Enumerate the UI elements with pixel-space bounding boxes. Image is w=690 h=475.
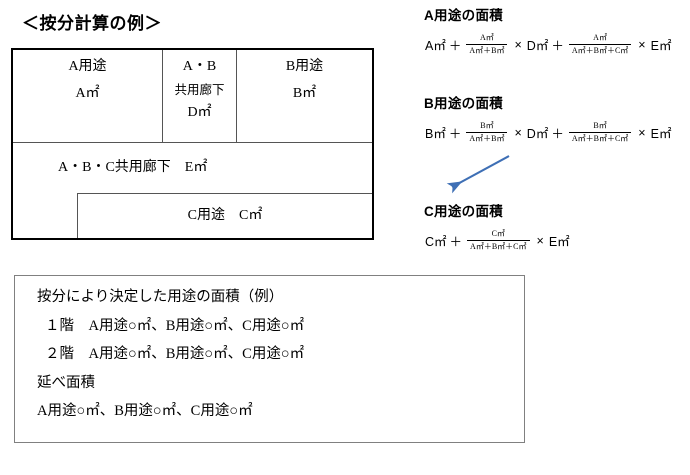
formula-a-frac1-denominator: A㎡＋B㎡ xyxy=(466,44,508,56)
formula-b-frac2-numerator: B㎡ xyxy=(593,121,607,130)
summary-box: 按分により決定した用途の面積（例） １階 A用途○㎡、B用途○㎡、C用途○㎡ ２… xyxy=(14,275,525,443)
formula-b-frac1-denominator: A㎡＋B㎡ xyxy=(466,132,508,144)
formula-b-times1: × xyxy=(514,125,522,140)
formula-b-heading: B用途の面積 xyxy=(424,96,504,111)
formula-c-lead: C㎡ xyxy=(425,235,447,249)
summary-heading: 按分により決定した用途の面積（例） xyxy=(37,289,284,305)
formula-c-expression: C㎡ ＋ C㎡ A㎡＋B㎡＋C㎡ × E㎡ xyxy=(424,229,571,252)
floorplan-cell-ab: A・B 共用廊下 D㎡ xyxy=(162,50,237,142)
floorplan-cell-c: C用途 C㎡ xyxy=(77,193,372,238)
formula-a-plus2: ＋ xyxy=(551,39,564,53)
formula-c-fraction-1: C㎡ A㎡＋B㎡＋C㎡ xyxy=(467,229,530,252)
formula-b-frac1-numerator: B㎡ xyxy=(480,121,494,130)
formula-c-frac1-denominator: A㎡＋B㎡＋C㎡ xyxy=(467,240,530,252)
formula-a-heading: A用途の面積 xyxy=(424,8,504,23)
formula-b-expression: B㎡ ＋ B㎡ A㎡＋B㎡ × D㎡ ＋ B㎡ A㎡＋B㎡＋C㎡ × E㎡ xyxy=(424,121,672,144)
formula-b-fraction-2: B㎡ A㎡＋B㎡＋C㎡ xyxy=(568,121,632,144)
formula-a-frac1-numerator: A㎡ xyxy=(480,33,494,42)
formula-c-frac1-numerator: C㎡ xyxy=(491,229,505,238)
floorplan-top-row: A用途 A㎡ A・B 共用廊下 D㎡ B用途 B㎡ xyxy=(13,50,372,143)
floorplan-shared-corridor: A・B・C共用廊下 E㎡ xyxy=(13,143,372,193)
cell-ab-use: A・B xyxy=(182,59,217,74)
cell-ab-area: D㎡ xyxy=(187,104,212,120)
cell-b-area: B㎡ xyxy=(292,85,317,101)
cell-a-use: A用途 xyxy=(68,59,107,74)
blue-arrow-icon xyxy=(446,155,510,194)
formula-b-frac2-denominator: A㎡＋B㎡＋C㎡ xyxy=(568,132,632,144)
formula-a-times1: × xyxy=(514,37,522,52)
formula-a-plus1: ＋ xyxy=(448,39,462,53)
floorplan-cell-b: B用途 B㎡ xyxy=(237,50,372,142)
formula-a-times2: × xyxy=(638,37,646,52)
shared-corridor-label: A・B・C共用廊下 E㎡ xyxy=(58,159,208,175)
summary-total-label: 延べ面積 xyxy=(37,374,95,391)
cell-b-use: B用途 xyxy=(285,59,324,74)
formula-b-fraction-1: B㎡ A㎡＋B㎡ xyxy=(466,121,508,144)
cell-c-label: C用途 C㎡ xyxy=(187,207,263,223)
floorplan-cell-a: A用途 A㎡ xyxy=(13,50,162,142)
formula-block-a: A用途の面積 A㎡ ＋ A㎡ A㎡＋B㎡ × D㎡ ＋ A㎡ A㎡＋B㎡＋C㎡ … xyxy=(424,4,672,56)
summary-floor-2: ２階 A用途○㎡、B用途○㎡、C用途○㎡ xyxy=(45,346,305,362)
formula-a-expression: A㎡ ＋ A㎡ A㎡＋B㎡ × D㎡ ＋ A㎡ A㎡＋B㎡＋C㎡ × E㎡ xyxy=(424,33,672,56)
formula-c-times1: × xyxy=(536,233,544,248)
formula-c-plus1: ＋ xyxy=(449,235,463,249)
cell-ab-sub: 共用廊下 xyxy=(174,82,225,97)
floorplan-diagram: A用途 A㎡ A・B 共用廊下 D㎡ B用途 B㎡ A・B・C共用廊下 E㎡ C… xyxy=(11,48,374,240)
formula-a-frac2-denominator: A㎡＋B㎡＋C㎡ xyxy=(568,44,632,56)
page-title: ＜按分計算の例＞ xyxy=(22,14,162,33)
formula-a-fraction-1: A㎡ A㎡＋B㎡ xyxy=(466,33,508,56)
formula-a-factor2: E㎡ xyxy=(650,39,672,53)
formula-b-factor1: D㎡ xyxy=(526,127,549,141)
formula-c-heading: C用途の面積 xyxy=(424,204,504,219)
formula-a-frac2-numerator: A㎡ xyxy=(593,33,607,42)
formula-b-lead: B㎡ xyxy=(425,127,446,141)
formula-b-times2: × xyxy=(638,125,646,140)
formula-a-fraction-2: A㎡ A㎡＋B㎡＋C㎡ xyxy=(568,33,632,56)
formula-c-factor1: E㎡ xyxy=(548,235,570,249)
formula-block-c: C用途の面積 C㎡ ＋ C㎡ A㎡＋B㎡＋C㎡ × E㎡ xyxy=(424,200,571,252)
cell-a-area: A㎡ xyxy=(75,85,100,101)
summary-floor-1: １階 A用途○㎡、B用途○㎡、C用途○㎡ xyxy=(45,317,305,334)
formula-block-b: B用途の面積 B㎡ ＋ B㎡ A㎡＋B㎡ × D㎡ ＋ B㎡ A㎡＋B㎡＋C㎡ … xyxy=(424,92,672,144)
formula-b-factor2: E㎡ xyxy=(650,127,672,141)
summary-total-values: A用途○㎡、B用途○㎡、C用途○㎡ xyxy=(37,403,253,419)
formula-a-factor1: D㎡ xyxy=(526,39,549,53)
formula-b-plus2: ＋ xyxy=(551,127,564,141)
formula-a-lead: A㎡ xyxy=(425,39,446,53)
formula-b-plus1: ＋ xyxy=(448,127,462,141)
